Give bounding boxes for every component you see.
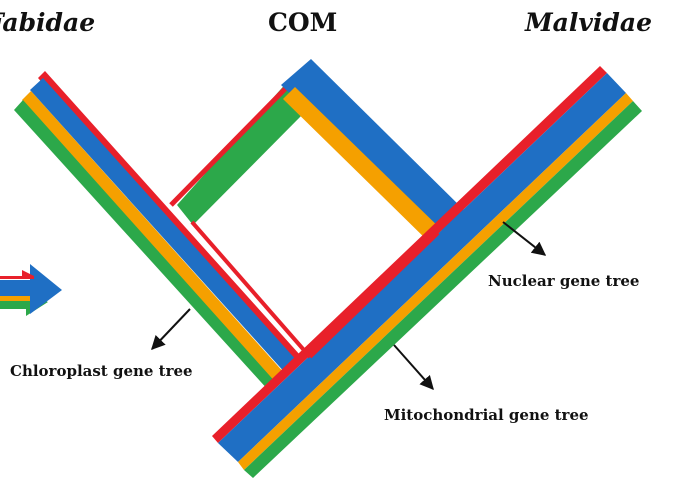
square-inner-red-left [190, 220, 312, 359]
malvidae-blue [218, 73, 626, 462]
incoming-arrow-blue [0, 264, 62, 314]
fabidae-red [38, 71, 300, 362]
fabidae-branch [14, 71, 300, 392]
fabidae-blue [30, 78, 298, 375]
mitochondrial-gene-tree-label: Mitochondrial gene tree [384, 406, 589, 424]
com-branch-blue [281, 59, 466, 238]
malvidae-green [244, 101, 642, 478]
com-malvidae-branch [281, 59, 466, 247]
chloroplast-gene-tree-label: Chloroplast gene tree [10, 362, 193, 380]
malvidae-orange [238, 93, 633, 470]
com-branch-orange [283, 87, 447, 247]
com-fabidae-link [169, 80, 304, 225]
fabidae-label: Fabidae [0, 8, 96, 37]
malvidae-branch [212, 66, 642, 478]
com-label: COM [268, 8, 338, 37]
malvidae-red [212, 66, 607, 443]
malvidae-label: Malvidae [525, 8, 652, 37]
chloroplast-pointer-arrow [151, 308, 191, 351]
fabidae-green [14, 100, 278, 392]
square-inner-red-right [308, 231, 440, 359]
com-fabidae-link-red [169, 86, 288, 207]
fabidae-orange [22, 91, 286, 385]
com-fabidae-link-green [177, 80, 304, 225]
nuclear-gene-tree-label: Nuclear gene tree [488, 272, 640, 290]
nuclear-pointer-arrow [502, 221, 547, 256]
incoming-arrow-red [0, 270, 34, 279]
square-inner-lines [190, 220, 440, 359]
incoming-arrow [0, 264, 62, 316]
mitochondrial-pointer-arrow [393, 344, 434, 391]
